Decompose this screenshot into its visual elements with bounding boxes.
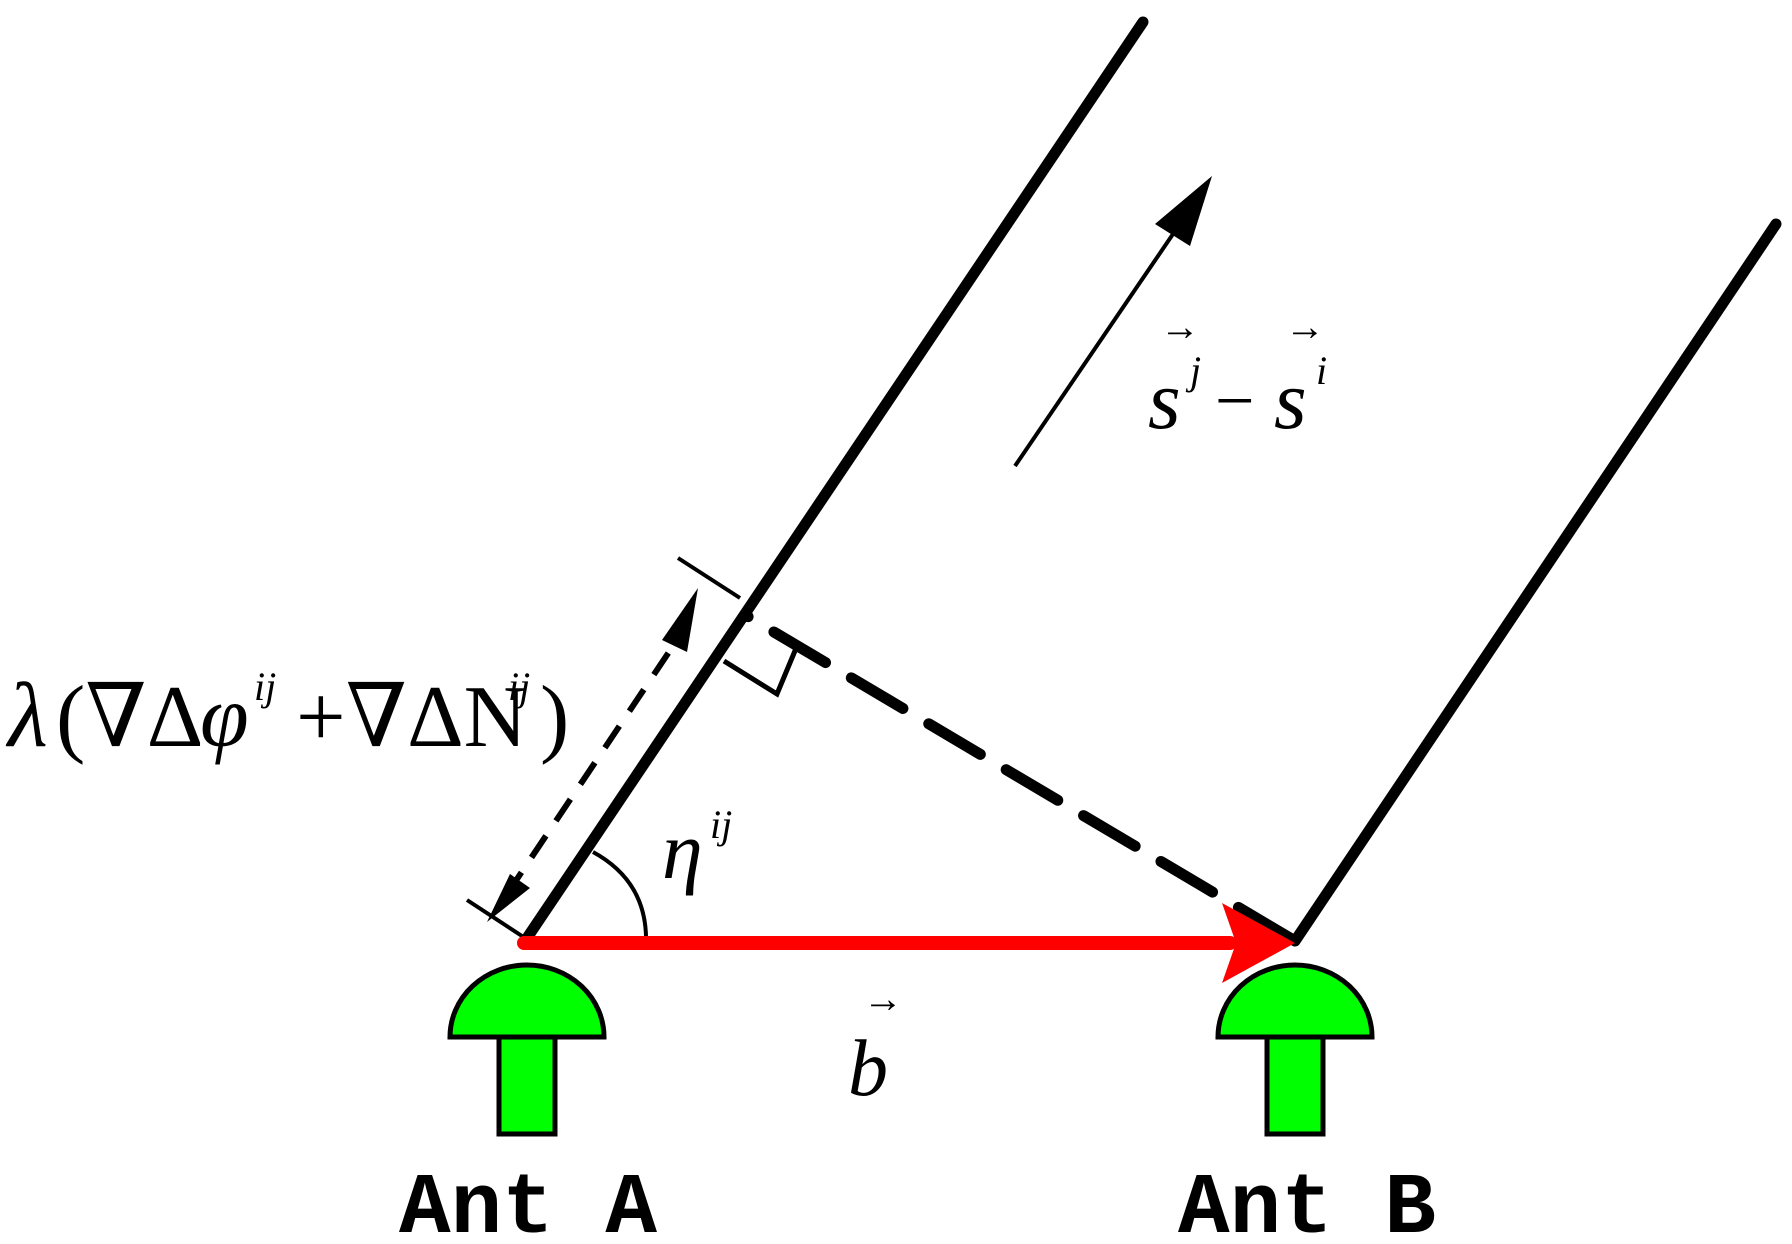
signal-ray-a [519,16,1149,947]
direction-first-symbol: s [1148,354,1181,447]
direction-first-superscript: j [1185,348,1201,393]
baseline-arrowhead [1222,903,1295,983]
dimension-tick-top [676,556,742,600]
dimension-tick-bottom [465,898,527,940]
direction-arrow-glyph-second: → [1285,304,1325,349]
range-open: (∇Δ [56,669,203,766]
baseline-vector-arrow-glyph: → [863,976,903,1021]
range-phi-superscript: ij [254,664,276,709]
projection-dashed-line [741,610,1296,944]
direction-arrow-glyph-first: → [1160,304,1200,349]
baseline-symbol: b [848,1025,888,1113]
range-n-superscript: ij [508,664,530,709]
angle-superscript: ij [710,802,732,847]
range-difference-dashed-arrow [504,641,678,896]
range-lambda: λ [5,664,48,766]
direction-minus: − [1215,363,1254,440]
antenna-a-icon [447,962,607,1137]
range-phi: φ [200,669,249,766]
angle-symbol: η [662,805,703,896]
range-plus: +∇ΔN [296,669,527,766]
signal-ray-b [1289,218,1782,947]
angle-arc [592,850,649,945]
ant-b-label: Ant B [1178,1160,1436,1244]
satellite-direction-arrow [1013,210,1190,468]
range-close: ) [540,669,569,766]
direction-second-superscript: i [1316,348,1327,393]
range-arrowhead-bottom [487,874,530,922]
range-arrowhead-top [662,588,698,652]
antenna-b-icon [1215,962,1375,1137]
direction-second-symbol: s [1274,354,1307,447]
ant-a-label: Ant A [399,1160,657,1244]
right-angle-marker [722,645,800,698]
satellite-direction-arrowhead [1155,176,1212,246]
